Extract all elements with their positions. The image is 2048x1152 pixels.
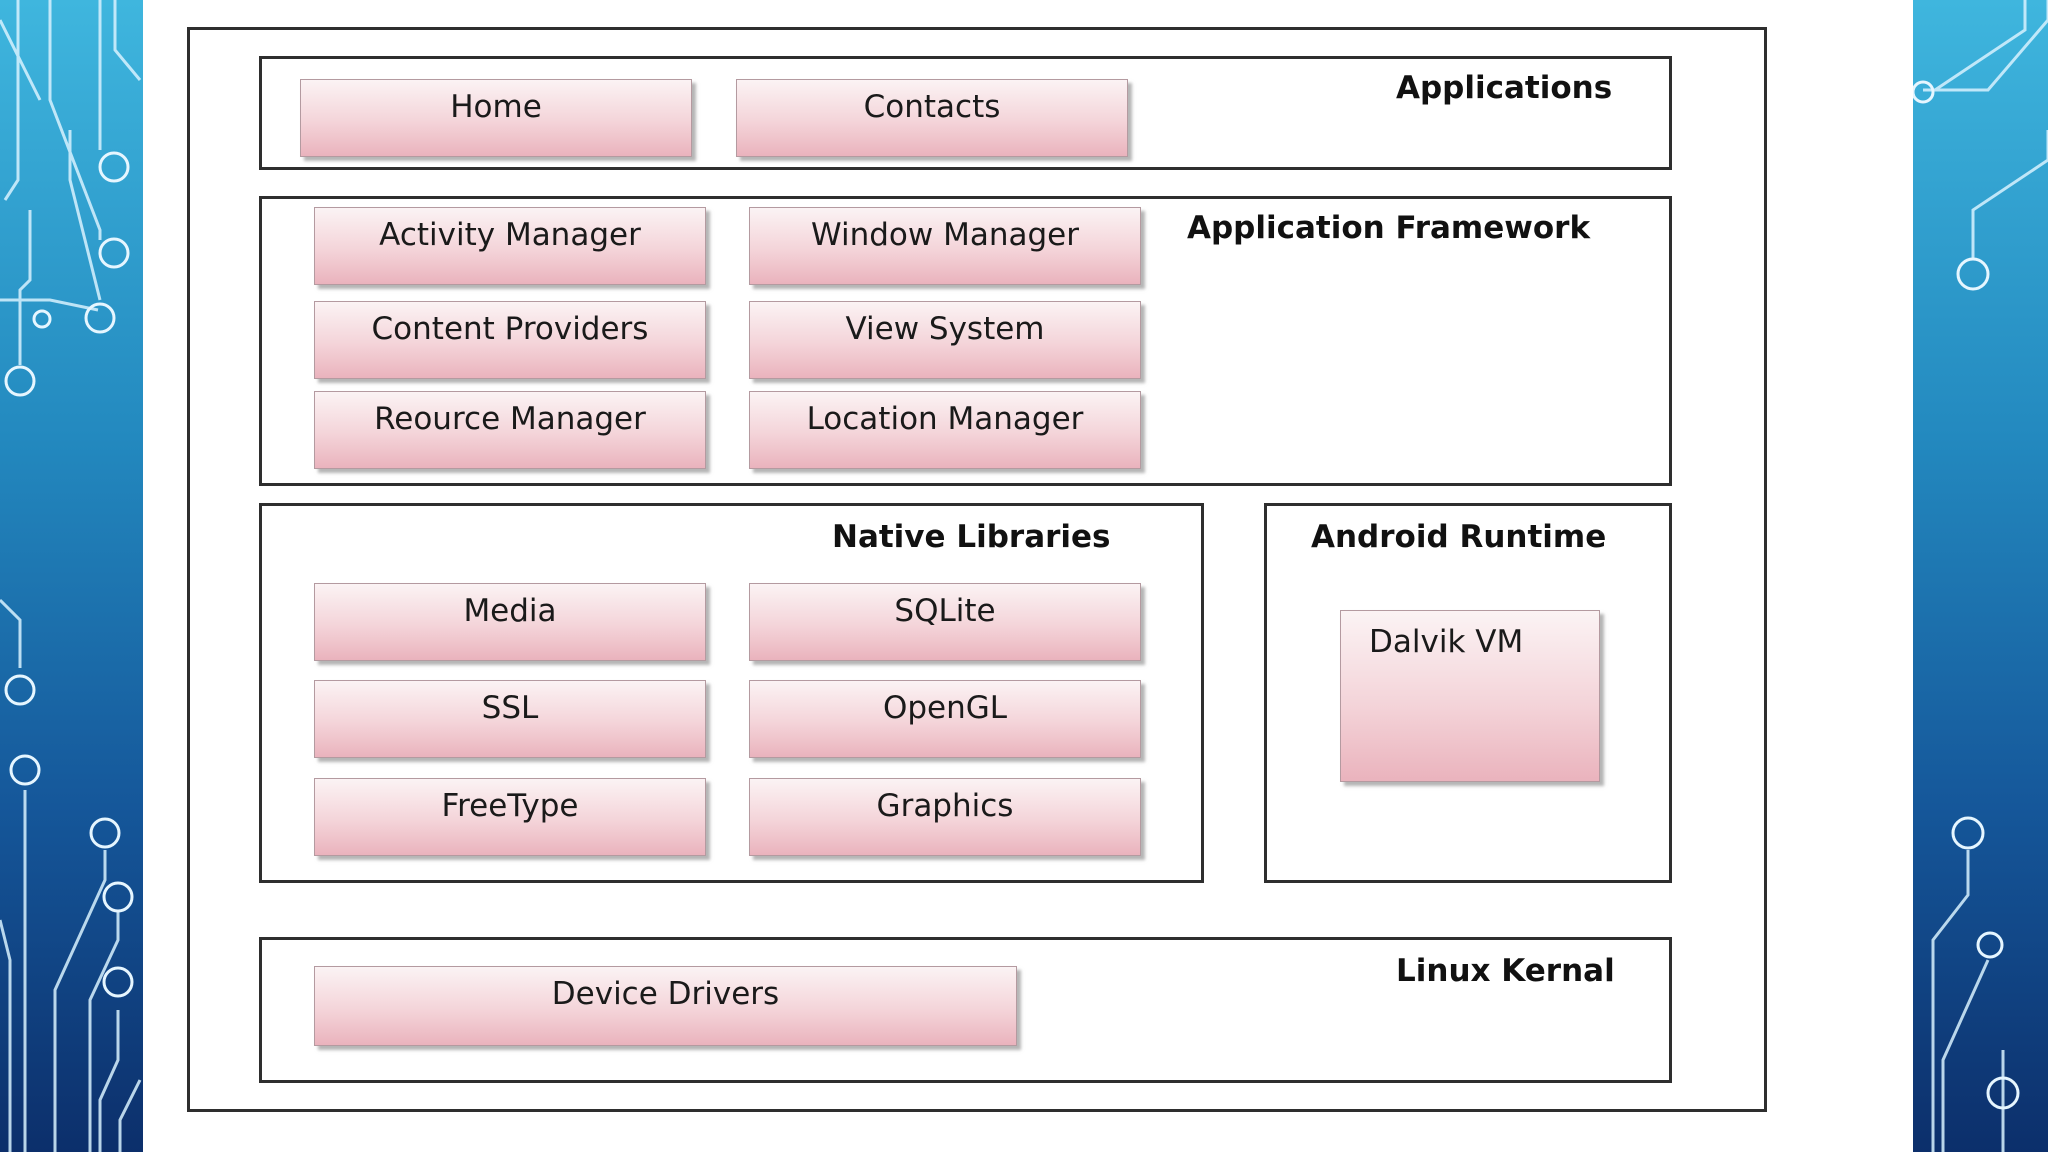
home-component: Home <box>300 79 692 157</box>
native-libraries-layer-title: Native Libraries <box>832 519 1111 555</box>
linux-kernel-layer: Linux Kernal Device Drivers <box>259 937 1672 1083</box>
circuit-decoration-icon <box>1913 0 2048 1152</box>
view-system-component: View System <box>749 301 1141 379</box>
dalvik-vm-component: Dalvik VM <box>1340 610 1600 782</box>
resource-manager-component: Reource Manager <box>314 391 706 469</box>
contacts-component: Contacts <box>736 79 1128 157</box>
right-circuit-panel <box>1913 0 2048 1152</box>
circuit-decoration-icon <box>0 0 142 1152</box>
android-runtime-layer-title: Android Runtime <box>1311 519 1607 555</box>
native-libraries-layer: Native Libraries Media SQLite SSL OpenGL… <box>259 503 1204 883</box>
sqlite-component: SQLite <box>749 583 1141 661</box>
device-drivers-component: Device Drivers <box>314 966 1017 1046</box>
android-runtime-layer: Android Runtime Dalvik VM <box>1264 503 1672 883</box>
linux-kernel-layer-title: Linux Kernal <box>1396 953 1615 989</box>
application-framework-layer: Application Framework Activity Manager W… <box>259 196 1672 486</box>
window-manager-component: Window Manager <box>749 207 1141 285</box>
android-architecture-diagram: Applications Home Contacts Application F… <box>187 27 1767 1112</box>
content-providers-component: Content Providers <box>314 301 706 379</box>
application-framework-layer-title: Application Framework <box>1187 210 1591 246</box>
ssl-component: SSL <box>314 680 706 758</box>
left-circuit-panel <box>0 0 143 1152</box>
applications-layer: Applications Home Contacts <box>259 56 1672 170</box>
activity-manager-component: Activity Manager <box>314 207 706 285</box>
freetype-component: FreeType <box>314 778 706 856</box>
applications-layer-title: Applications <box>1396 70 1613 106</box>
location-manager-component: Location Manager <box>749 391 1141 469</box>
opengl-component: OpenGL <box>749 680 1141 758</box>
graphics-component: Graphics <box>749 778 1141 856</box>
media-component: Media <box>314 583 706 661</box>
